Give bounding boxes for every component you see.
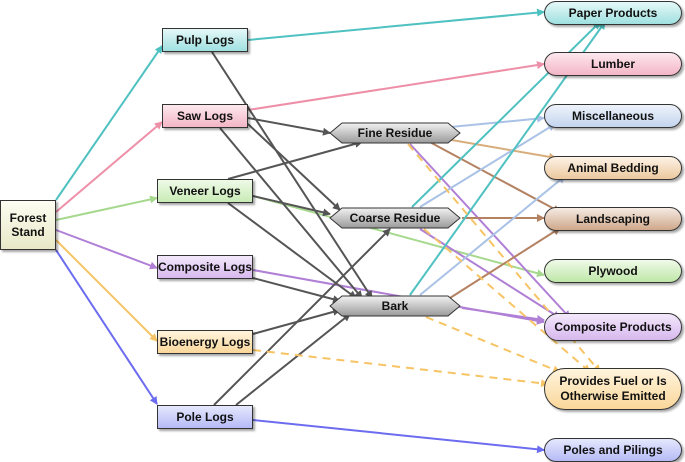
edge-coarse-to-fuel [423, 228, 591, 373]
edge-bark-to-fuel [425, 316, 561, 374]
edge-forest-to-pulp [55, 45, 163, 201]
coarse-residue-label: Coarse Residue [349, 211, 441, 225]
edge-bark-to-bedding [419, 175, 566, 296]
edge-pulp-to-bark [211, 51, 373, 299]
edge-fine-to-fuel [407, 143, 601, 373]
edge-coarse-to-misc [419, 123, 556, 208]
node-saw-logs: Saw Logs [162, 104, 248, 128]
node-coarse-residue: Coarse Residue [328, 207, 462, 229]
edge-saw-to-lumber [247, 61, 545, 111]
edge-pole-to-poles [252, 419, 545, 454]
node-plywood: Plywood [544, 259, 682, 283]
edge-veneer-to-fine [227, 140, 363, 180]
node-bioenergy-logs: Bioenergy Logs [157, 330, 253, 354]
node-lumber: Lumber [544, 52, 682, 76]
edge-veneer-to-bark [227, 202, 357, 299]
node-veneer-logs: Veneer Logs [157, 179, 253, 203]
node-forest-stand: Forest Stand [0, 200, 56, 250]
edge-fine-to-misc [439, 114, 545, 129]
node-landscaping: Landscaping [544, 207, 682, 231]
edge-bark-to-landscaping [449, 227, 561, 299]
edge-pole-to-bark [235, 313, 351, 406]
edge-fine-to-compprod [409, 143, 571, 319]
edge-composite-to-bark [252, 277, 341, 304]
node-miscellaneous: Miscellaneous [544, 104, 682, 128]
node-pole-logs: Pole Logs [157, 405, 253, 429]
edge-veneer-to-coarse [252, 195, 331, 217]
edge-forest-to-composite [55, 229, 158, 270]
edge-forest-to-bioenergy [55, 239, 158, 342]
node-fine-residue: Fine Residue [328, 122, 462, 144]
fine-residue-label: Fine Residue [357, 126, 433, 140]
node-bark: Bark [328, 295, 462, 317]
edge-bioenergy-to-fuel [252, 349, 549, 388]
edge-pole-to-coarse [213, 228, 391, 406]
edge-forest-to-saw [55, 121, 163, 213]
edge-saw-to-coarse [247, 123, 341, 211]
edge-saw-to-fine [247, 117, 331, 136]
edge-forest-to-veneer [55, 195, 158, 221]
edge-veneer-to-plywood [252, 195, 545, 278]
bark-label: Bark [381, 299, 409, 313]
node-poles-and-pilings: Poles and Pilings [544, 438, 682, 462]
edge-saw-to-bark [219, 127, 363, 299]
node-pulp-logs: Pulp Logs [162, 28, 248, 52]
node-provides-fuel: Provides Fuel or Is Otherwise Emitted [544, 368, 682, 410]
node-composite-products: Composite Products [544, 313, 682, 341]
edge-forest-to-pole [55, 249, 158, 405]
coarse-residue-hex-shape [329, 207, 461, 229]
edge-pulp-to-paper [247, 8, 545, 41]
fine-residue-hex-shape [329, 122, 461, 144]
node-paper-products: Paper Products [544, 1, 682, 25]
edge-fine-to-bedding [439, 137, 557, 161]
node-animal-bedding: Animal Bedding [544, 156, 682, 180]
edge-fine-to-landscaping [425, 139, 561, 213]
node-composite-logs: Composite Logs [157, 255, 253, 279]
bark-hex-shape [329, 295, 461, 317]
edge-bark-to-compprod [461, 307, 545, 323]
